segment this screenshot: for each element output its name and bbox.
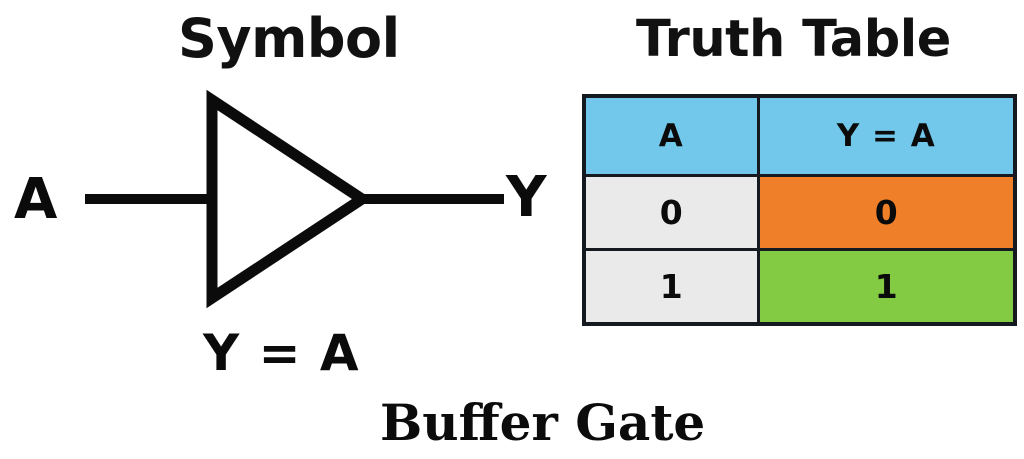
truth-table: A Y = A 0 0 1 1 bbox=[582, 94, 1017, 326]
gate-symbol-panel: A Y Y = A bbox=[0, 80, 570, 390]
truth-table-section-heading: Truth Table bbox=[636, 10, 951, 69]
figure-caption: Buffer Gate bbox=[380, 393, 706, 452]
cell-y-row1: 1 bbox=[756, 248, 1017, 326]
output-wire bbox=[352, 194, 504, 204]
input-wire bbox=[85, 194, 213, 204]
cell-y-row0: 0 bbox=[756, 174, 1017, 251]
symbol-section-heading: Symbol bbox=[178, 7, 400, 70]
symbol-equation: Y = A bbox=[203, 324, 360, 382]
cell-a-row0: 0 bbox=[582, 174, 760, 251]
buffer-gate-icon bbox=[85, 89, 504, 309]
column-header-a: A bbox=[582, 94, 760, 177]
table-row: 1 1 bbox=[582, 248, 1017, 326]
column-header-y: Y = A bbox=[756, 94, 1017, 177]
table-header-row: A Y = A bbox=[582, 94, 1017, 177]
output-label-y: Y bbox=[506, 165, 547, 230]
cell-a-row1: 1 bbox=[582, 248, 760, 326]
input-label-a: A bbox=[14, 167, 58, 232]
table-row: 0 0 bbox=[582, 174, 1017, 251]
buffer-triangle bbox=[206, 89, 372, 309]
